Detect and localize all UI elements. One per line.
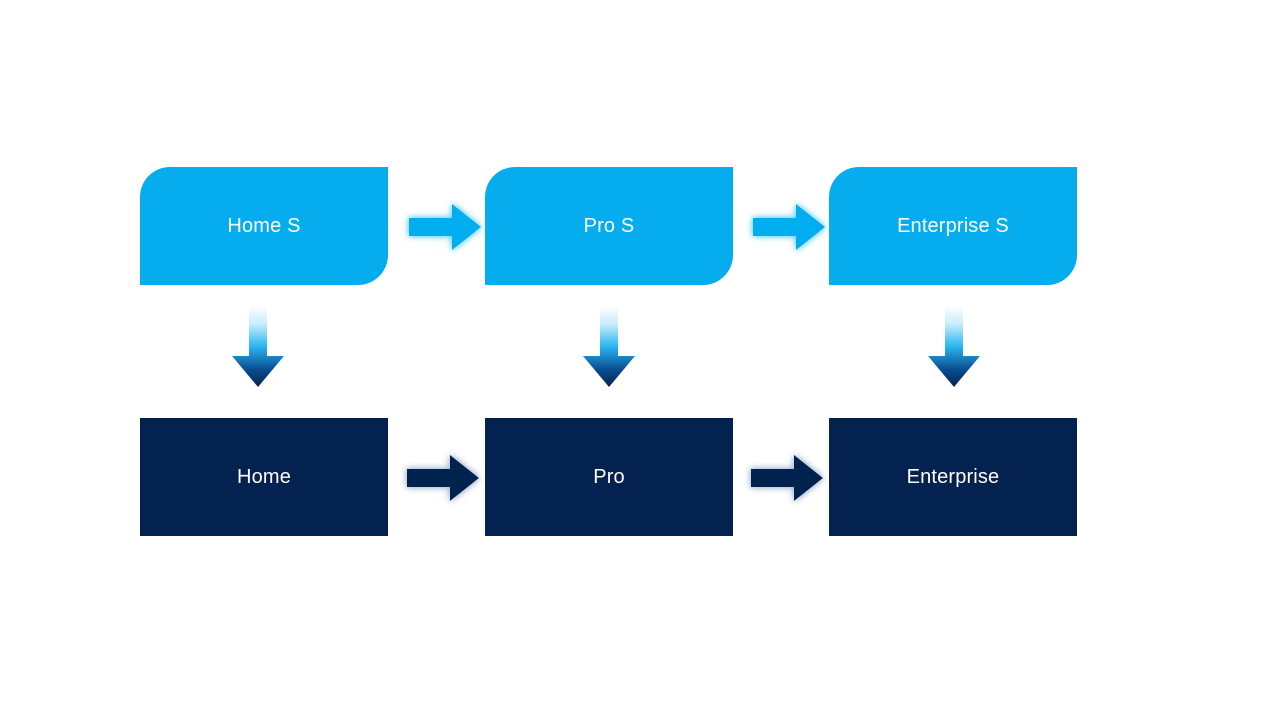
arrow-enterprise-s-to-enterprise [923,306,985,390]
arrow-home-s-to-home [227,306,289,390]
arrow-home-to-pro [404,450,482,506]
node-enterprise-s[interactable]: Enterprise S [829,167,1077,285]
node-pro[interactable]: Pro [485,418,733,536]
arrow-pro-to-enterprise [748,450,826,506]
arrow-home-s-to-pro-s [406,199,484,255]
node-home-s-label: Home S [227,215,301,237]
node-enterprise-s-label: Enterprise S [897,215,1009,237]
node-home-label: Home [237,466,291,488]
node-home[interactable]: Home [140,418,388,536]
node-pro-s-label: Pro S [583,215,635,237]
node-pro-label: Pro [593,466,625,488]
arrow-pro-s-to-pro [578,306,640,390]
node-enterprise-label: Enterprise [906,466,1000,488]
node-pro-s[interactable]: Pro S [485,167,733,285]
node-home-s[interactable]: Home S [140,167,388,285]
arrow-pro-s-to-enterprise-s [750,199,828,255]
node-enterprise[interactable]: Enterprise [829,418,1077,536]
